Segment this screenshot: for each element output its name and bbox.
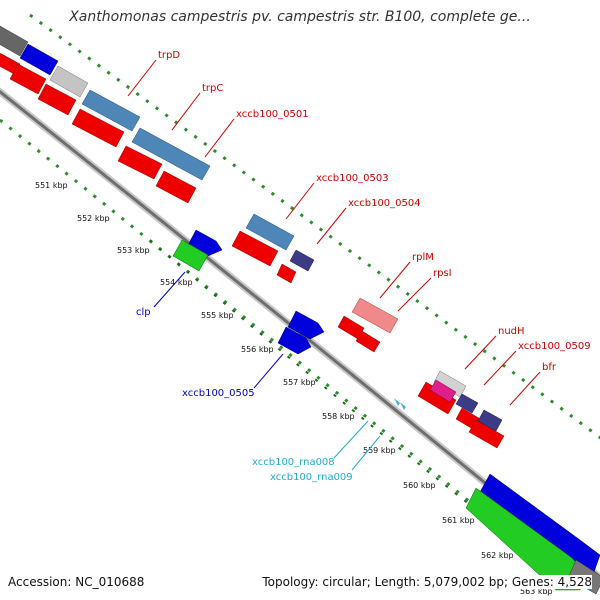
label-xccb100_0503: xccb100_0503 xyxy=(316,173,389,184)
scale-559: 559 kbp xyxy=(363,446,396,455)
gene-clp xyxy=(172,239,209,272)
label-clp: clp xyxy=(136,307,151,318)
tick-guides xyxy=(0,13,600,561)
gene-bfr xyxy=(477,409,503,432)
genes-red-strand[interactable] xyxy=(0,52,505,449)
gene-green-large xyxy=(465,487,587,591)
gene-grey-dark xyxy=(0,25,29,57)
scale-labels: 551 kbp 552 kbp 553 kbp 554 kbp 555 kbp … xyxy=(35,181,553,596)
genome-meta-label: Topology: circular; Length: 5,079,002 bp… xyxy=(262,575,592,589)
gene-xccb100_0503 xyxy=(245,213,295,251)
gene-red-5 xyxy=(117,145,163,180)
label-xccb100_0504: xccb100_0504 xyxy=(348,198,421,209)
genes-outer-strand[interactable] xyxy=(0,25,503,432)
label-xccb100_rna008: xccb100_rna008 xyxy=(252,457,335,468)
label-xccb100_rna009: xccb100_rna009 xyxy=(270,472,353,483)
label-leaders xyxy=(127,59,541,471)
scale-562: 562 kbp xyxy=(481,551,514,560)
rna-marker-2 xyxy=(400,402,406,410)
scale-557: 557 kbp xyxy=(283,378,316,387)
scale-563: 563 kbp xyxy=(520,587,553,596)
scale-561: 561 kbp xyxy=(442,516,475,525)
label-xccb100_0505: xccb100_0505 xyxy=(182,388,255,399)
scale-556: 556 kbp xyxy=(241,345,274,354)
gene-red-2 xyxy=(9,63,47,95)
label-rplM: rplM xyxy=(412,252,434,263)
gene-blue-0505a xyxy=(287,310,325,340)
label-trpC: trpC xyxy=(202,83,223,94)
scale-551: 551 kbp xyxy=(35,181,68,190)
scale-555: 555 kbp xyxy=(201,311,234,320)
gene-red-3 xyxy=(37,83,77,116)
rna-marker-1 xyxy=(394,398,400,406)
label-xccb100_0509: xccb100_0509 xyxy=(518,341,591,352)
gene-labels[interactable]: trpD trpC xccb100_0501 xccb100_0503 xccb… xyxy=(136,50,591,483)
scale-552: 552 kbp xyxy=(77,214,110,223)
rna-markers[interactable] xyxy=(394,398,406,410)
map-title: Xanthomonas campestris pv. campestris st… xyxy=(69,9,531,25)
gene-red-13 xyxy=(468,419,505,449)
label-xccb100_0501: xccb100_0501 xyxy=(236,109,309,120)
gene-xccb100_0504 xyxy=(289,249,315,272)
gene-red-10 xyxy=(355,330,381,353)
gene-grey-light xyxy=(49,65,89,98)
gene-red-6 xyxy=(155,170,197,204)
label-rpsI: rpsI xyxy=(433,268,452,279)
gene-red-4 xyxy=(71,108,125,148)
gene-blue-trpD-left xyxy=(19,43,59,76)
scale-558: 558 kbp xyxy=(322,412,355,421)
gene-trpD xyxy=(81,89,141,132)
label-trpD: trpD xyxy=(158,50,180,61)
gene-xccb100_0509 xyxy=(455,393,479,414)
scale-560: 560 kbp xyxy=(403,481,436,490)
gene-red-7 xyxy=(231,230,279,267)
label-nudH: nudH xyxy=(498,326,525,337)
scale-553: 553 kbp xyxy=(117,246,150,255)
gene-red-8 xyxy=(276,263,297,284)
gene-trpC xyxy=(131,127,211,181)
label-bfr: bfr xyxy=(542,362,557,373)
gene-magenta xyxy=(429,379,457,403)
accession-label: Accession: NC_010688 xyxy=(8,575,145,589)
gene-rplM xyxy=(351,297,399,334)
gene-xccb100_0505 xyxy=(277,326,312,355)
